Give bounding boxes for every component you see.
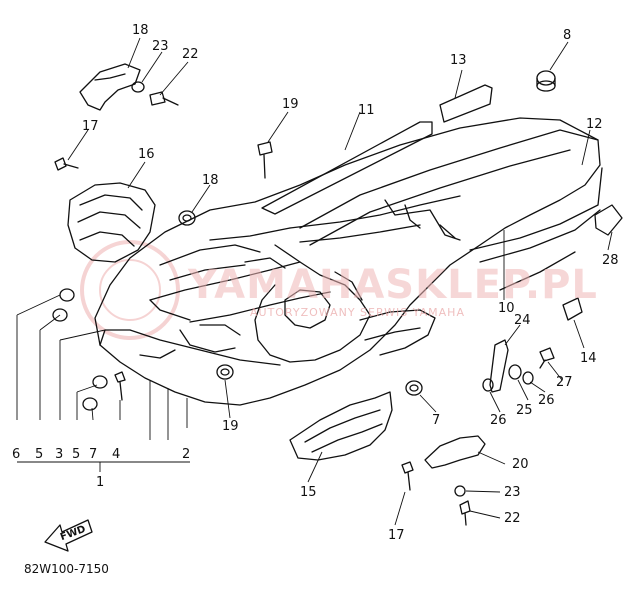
callout-10: 10 <box>498 301 515 316</box>
strip-11 <box>261 121 433 215</box>
bracket-16 <box>67 182 156 263</box>
callout-2: 2 <box>182 447 191 462</box>
callout-15: 15 <box>300 485 317 500</box>
bracket-21 <box>79 63 141 111</box>
callout-5-left: 5 <box>35 447 44 462</box>
callout-21: 18 <box>132 23 149 38</box>
callout-25: 25 <box>516 403 533 418</box>
callout-6: 6 <box>12 447 21 462</box>
callout-4: 4 <box>112 447 121 462</box>
watermark-text: YAMAHASKLEP.PL <box>188 262 598 308</box>
bolt-19 <box>257 141 273 156</box>
callout-26-left: 26 <box>490 413 507 428</box>
bracket-20 <box>424 435 486 469</box>
callout-7: 7 <box>89 447 98 462</box>
callout-18-bottom: 19 <box>222 419 239 434</box>
callout-22-lower: 22 <box>504 511 521 526</box>
callout-26-right: 26 <box>538 393 555 408</box>
callout-9: 8 <box>563 28 572 43</box>
main-frame <box>94 117 601 406</box>
callout-22: 22 <box>182 47 199 62</box>
callout-18-top: 18 <box>202 173 219 188</box>
callout-19: 19 <box>282 97 299 112</box>
callout-1: 1 <box>96 475 105 490</box>
part-code: 82W100-7150 <box>24 562 109 576</box>
fwd-arrow <box>44 519 93 552</box>
callout-28: 28 <box>602 253 619 268</box>
callout-17: 17 <box>82 119 99 134</box>
callout-24: 24 <box>514 313 531 328</box>
strip-13 <box>439 84 493 123</box>
callout-11: 11 <box>358 103 375 118</box>
callout-23: 23 <box>152 39 169 54</box>
callout-12: 12 <box>586 117 603 132</box>
callout-3: 3 <box>55 447 64 462</box>
callout-23-lower: 23 <box>504 485 521 500</box>
callout-17-lower: 17 <box>388 528 405 543</box>
cover-15 <box>289 391 393 461</box>
callout-8: 7 <box>432 413 441 428</box>
callout-16: 16 <box>138 147 155 162</box>
callout-13: 13 <box>450 53 467 68</box>
callout-20: 20 <box>512 457 529 472</box>
watermark-subtext: AUTORYZOWANY SERWIS YAMAHA <box>250 306 465 319</box>
callout-27: 27 <box>556 375 573 390</box>
callout-14: 14 <box>580 351 597 366</box>
callout-5-right: 5 <box>72 447 81 462</box>
